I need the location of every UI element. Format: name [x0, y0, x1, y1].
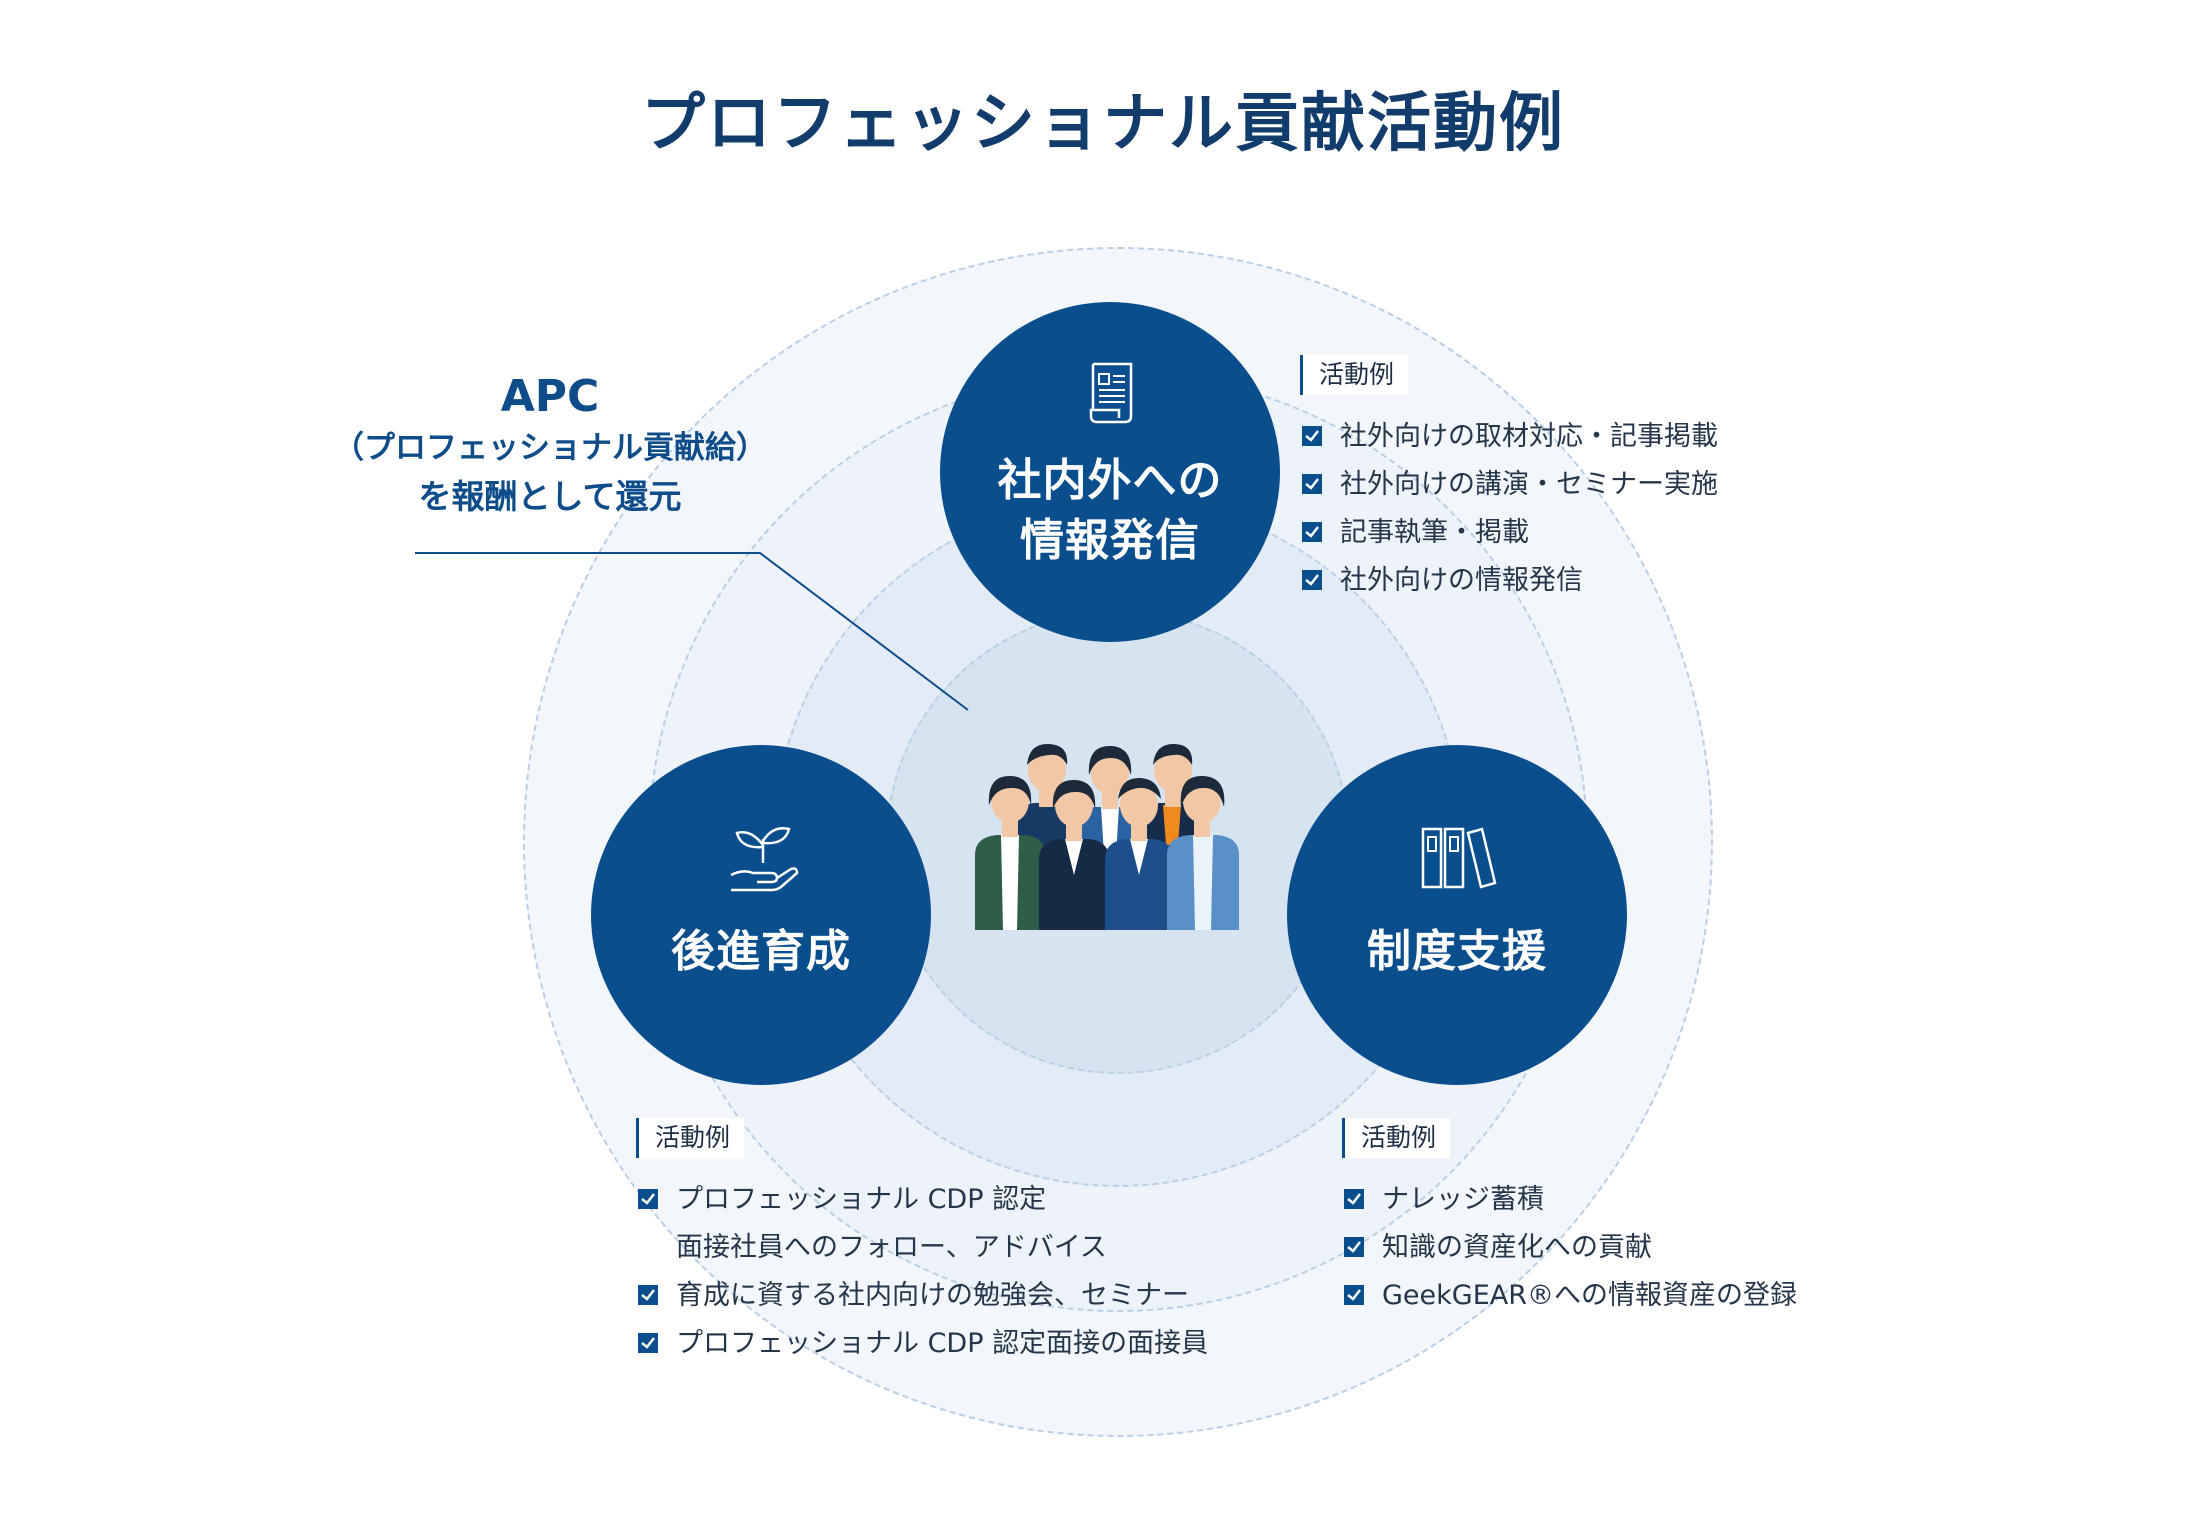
apc-callout: APC （プロフェッショナル貢献給） を報酬として還元 — [330, 370, 770, 522]
person-front-4 — [1167, 775, 1239, 930]
checkbox-icon — [1302, 570, 1322, 590]
page-title: プロフェッショナル貢献活動例 — [641, 87, 1565, 161]
team-people-icon — [975, 743, 1239, 930]
activity-list-top: 社外向けの取材対応・記事掲載 社外向けの講演・セミナー実施 記事執筆・掲載 社外… — [1302, 413, 1718, 605]
checkbox-icon — [638, 1333, 658, 1353]
apc-title: APC — [500, 371, 600, 422]
document-scroll-icon — [1089, 362, 1133, 424]
apc-subtitle: （プロフェッショナル貢献給） — [333, 430, 767, 466]
circle-top-label-line1: 社内外への — [997, 455, 1223, 506]
list-item: プロフェッショナル CDP 認定面接の面接員 — [638, 1320, 1208, 1368]
person-front-1 — [975, 775, 1045, 930]
circle-top-label-line2: 情報発信 — [1020, 515, 1200, 566]
checkbox-icon — [638, 1189, 658, 1209]
activity-list-right: ナレッジ蓄積 知識の資産化への貢献 GeekGEAR®への情報資産の登録 — [1344, 1176, 1797, 1320]
checkbox-icon — [1344, 1237, 1364, 1257]
circle-information-sharing: 社内外への 情報発信 — [940, 302, 1280, 642]
checkbox-icon — [1302, 474, 1322, 494]
person-front-2 — [1039, 779, 1109, 930]
list-item: 育成に資する社内向けの勉強会、セミナー — [638, 1272, 1208, 1320]
list-item: 記事執筆・掲載 — [1302, 509, 1718, 557]
list-item: ナレッジ蓄積 — [1344, 1176, 1797, 1224]
circle-mentoring: 後進育成 — [591, 745, 931, 1085]
activity-heading-top: 活動例 — [1300, 355, 1409, 395]
checkbox-icon — [1302, 522, 1322, 542]
activity-heading-right: 活動例 — [1342, 1118, 1451, 1158]
sprout-hand-icon — [730, 827, 799, 892]
circle-right-label: 制度支援 — [1367, 926, 1547, 977]
activity-list-left: プロフェッショナル CDP 認定面接社員へのフォロー、アドバイス 育成に資する社… — [638, 1176, 1208, 1368]
list-item: 社外向けの情報発信 — [1302, 557, 1718, 605]
checkbox-icon — [1344, 1285, 1364, 1305]
list-item: 知識の資産化への貢献 — [1344, 1224, 1797, 1272]
list-item: 社外向けの講演・セミナー実施 — [1302, 461, 1718, 509]
activity-heading-left: 活動例 — [636, 1118, 745, 1158]
checkbox-icon — [1344, 1189, 1364, 1209]
list-item: 社外向けの取材対応・記事掲載 — [1302, 413, 1718, 461]
list-item: GeekGEAR®への情報資産の登録 — [1344, 1272, 1797, 1320]
list-item: プロフェッショナル CDP 認定面接社員へのフォロー、アドバイス — [638, 1176, 1208, 1272]
person-front-3 — [1105, 777, 1173, 930]
circle-left-label: 後進育成 — [671, 926, 851, 977]
binders-icon — [1421, 827, 1497, 889]
apc-description: を報酬として還元 — [418, 477, 682, 516]
checkbox-icon — [1302, 426, 1322, 446]
checkbox-icon — [638, 1285, 658, 1305]
circle-system-support: 制度支援 — [1287, 745, 1627, 1085]
